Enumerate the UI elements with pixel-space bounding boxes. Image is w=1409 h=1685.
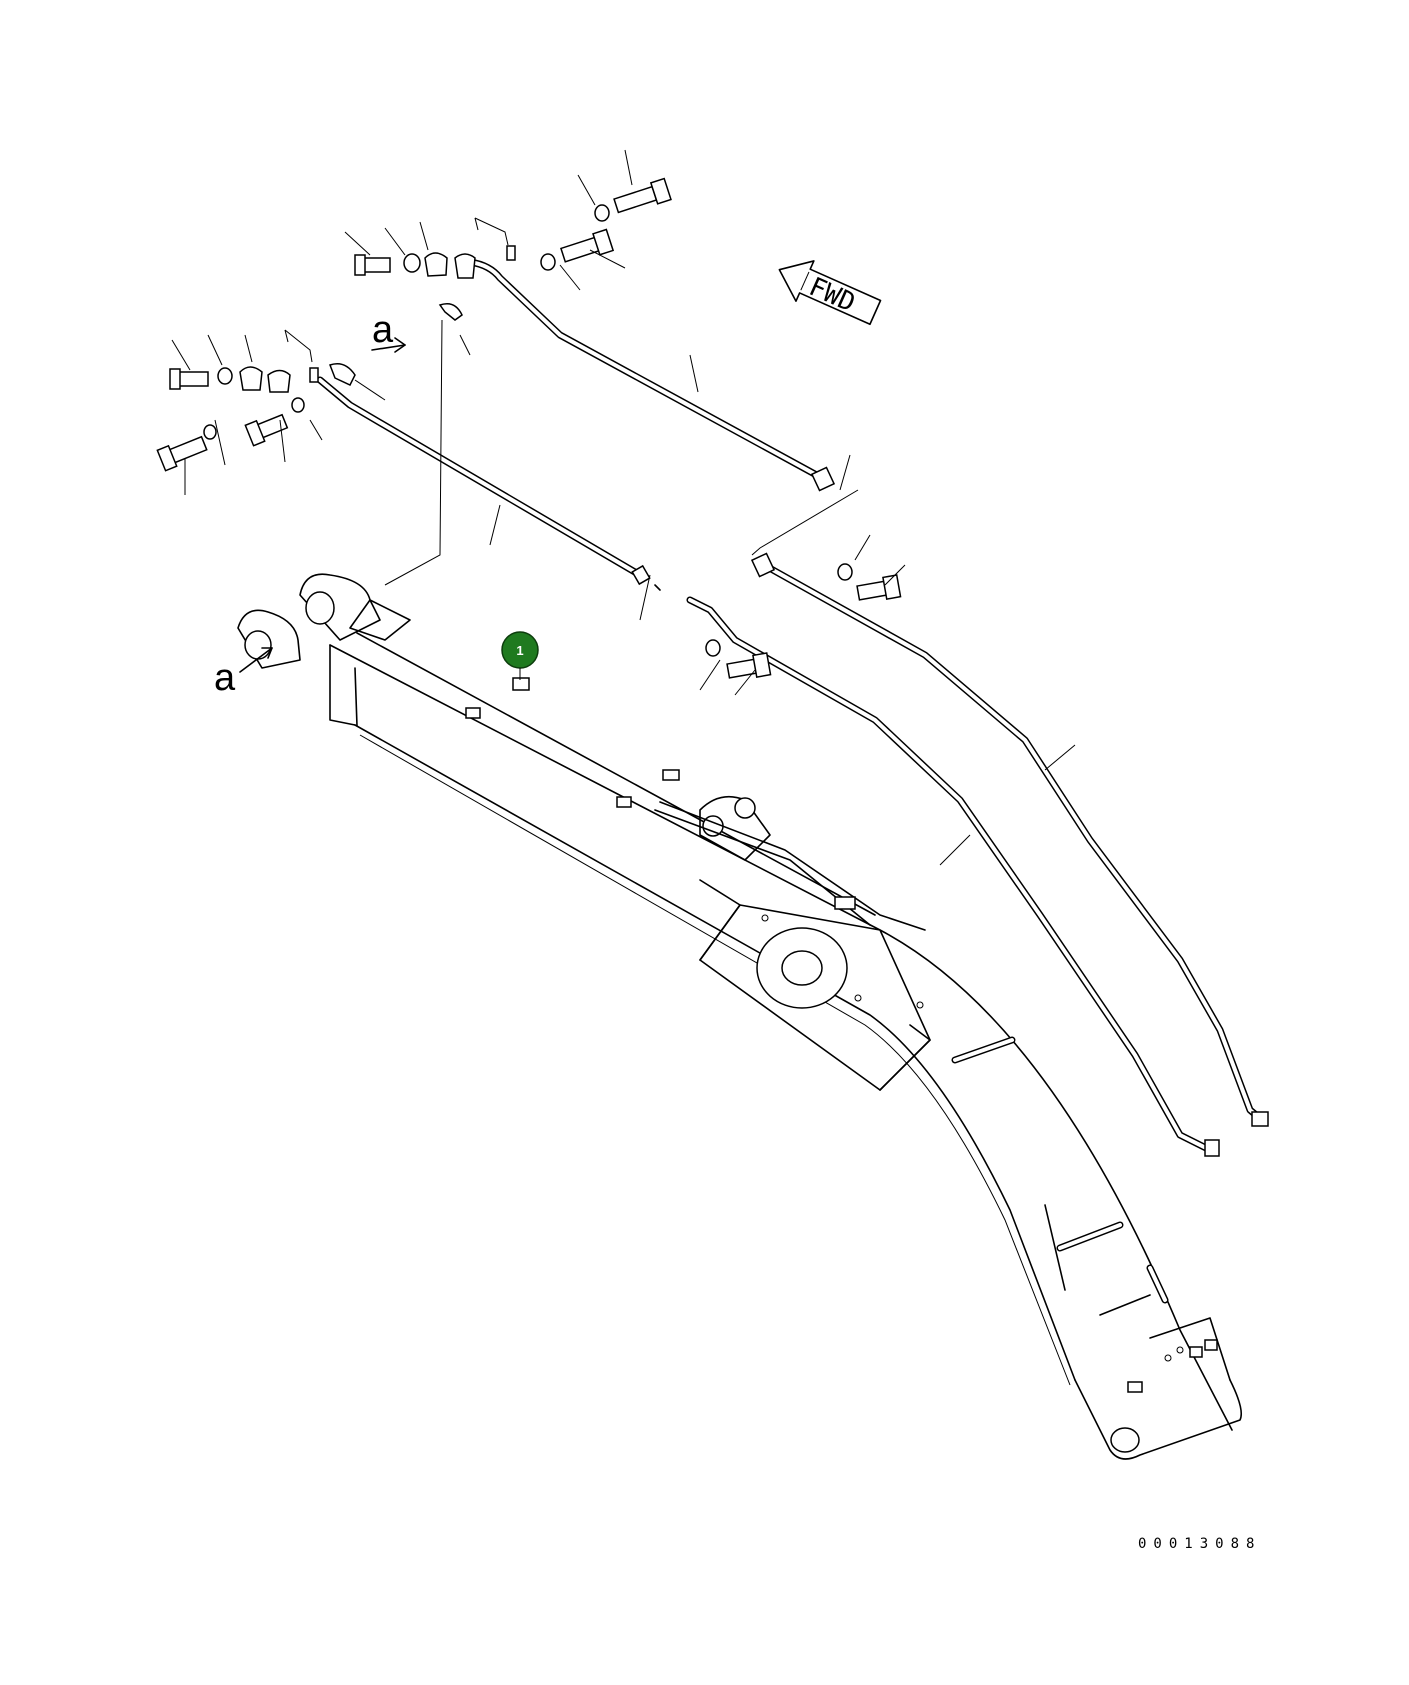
reference-label-a-left: a: [214, 657, 236, 699]
boom-body: [237, 573, 1243, 1460]
left-pipe: [316, 376, 661, 591]
callout-1[interactable]: 1: [501, 631, 539, 680]
reference-labels: a a: [214, 309, 406, 699]
fwd-label: FWD: [804, 272, 859, 319]
hardware: [156, 149, 1076, 866]
fwd-direction-arrow: FWD: [778, 260, 882, 326]
upper-pipe: [466, 258, 1269, 1157]
drawing-number: 00013088: [1138, 1536, 1261, 1552]
reference-label-a-top: a: [372, 309, 394, 351]
callout-1-number: 1: [516, 643, 523, 658]
